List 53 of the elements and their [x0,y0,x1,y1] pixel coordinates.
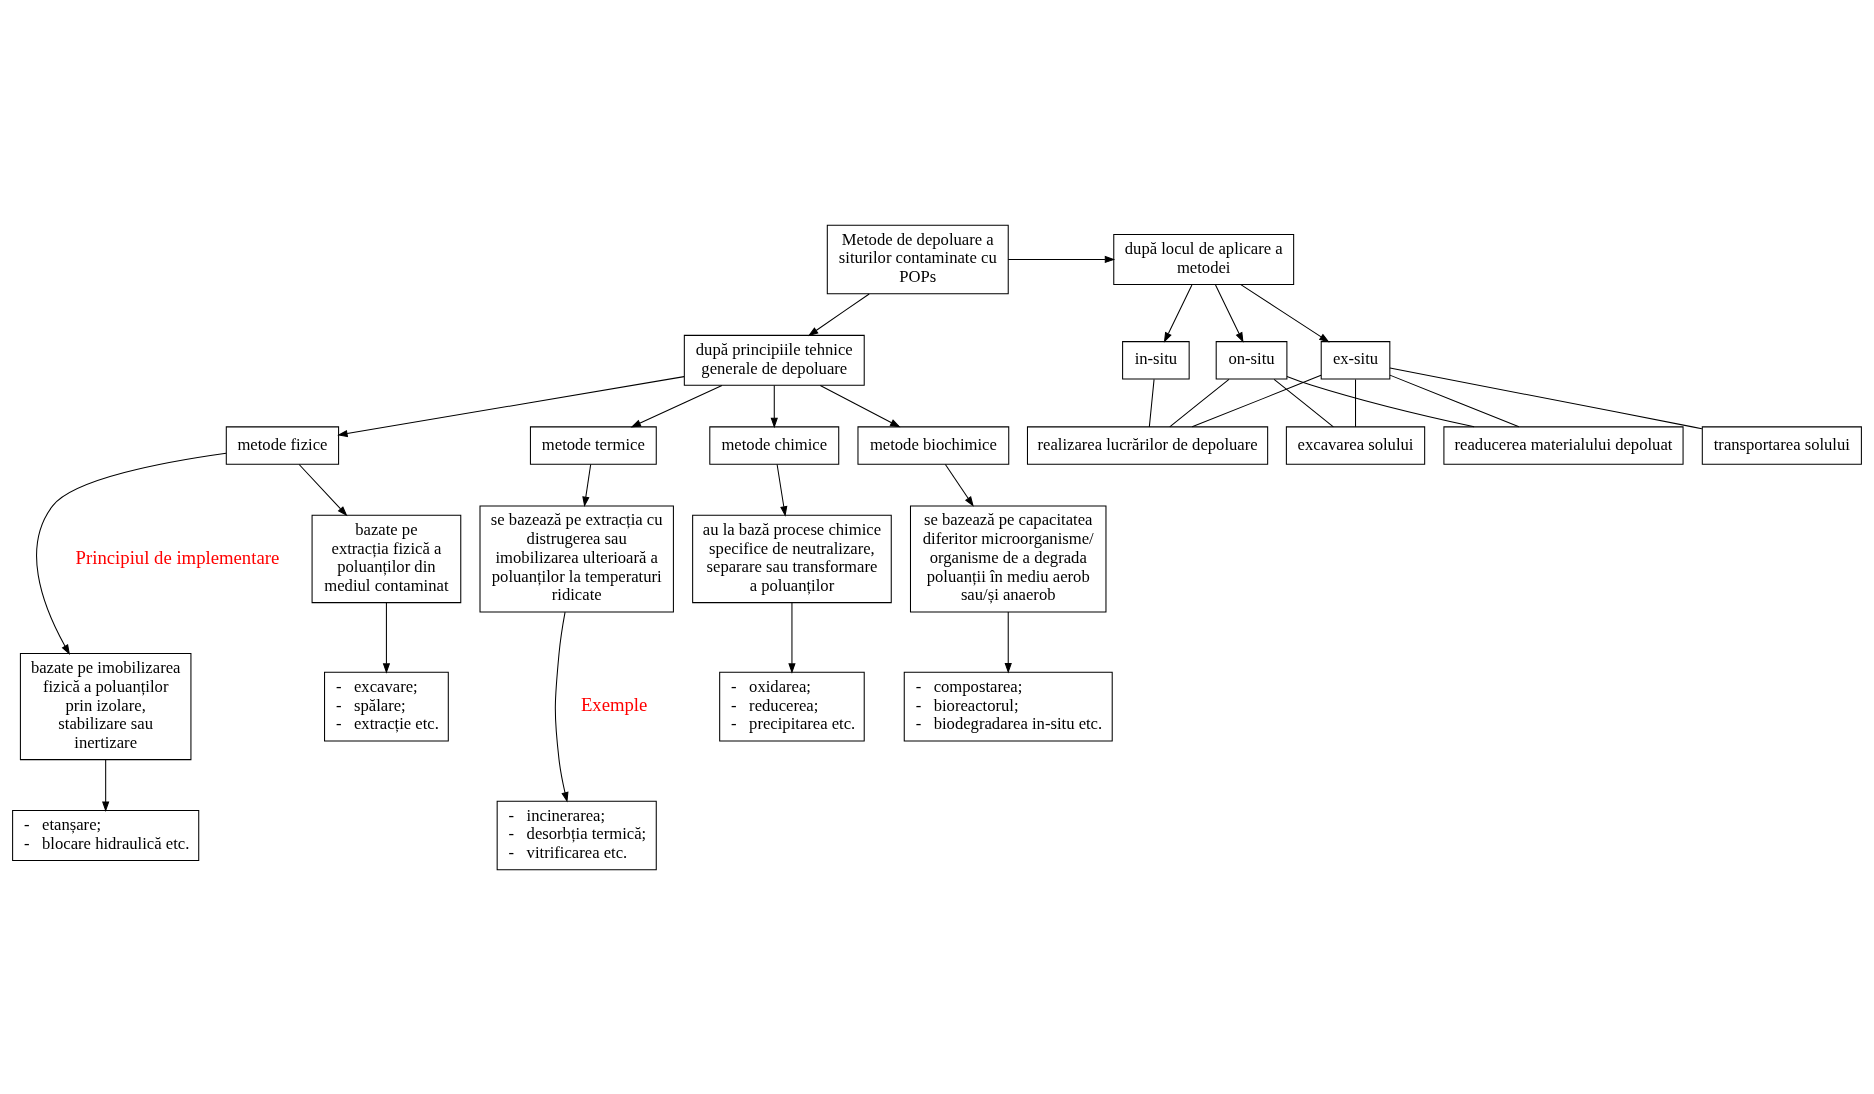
connector [1389,367,1703,429]
arrow [582,463,592,507]
node-box: se bazează pe extracția cu distrugerea sau imobilizarea ulterioară a poluanților la temperaturi ridicate [479,504,674,612]
node-box: metode chimice [709,425,840,465]
node-box: transportarea solului [1701,425,1862,465]
node-box: Metode de depoluare a siturilor contaminate cu POPs [826,224,1009,294]
node-box: metode termice [529,425,657,465]
arrow [1004,611,1012,673]
label: Principiul de implementare [75,546,280,568]
arrow [776,463,788,517]
connector [1355,378,1357,427]
node-box: au la bază procese chimice specifice de neutralizare, separare sau transformare a poluanților [692,514,892,603]
node-box: excavarea solului [1285,425,1426,465]
arrow [337,375,685,437]
connector [1273,378,1334,427]
node-box: se bazează pe capacitatea diferitor microorganisme/ organisme de a degrada poluanții în mediu aerob sau/și anaerob [909,504,1107,612]
connector [1148,378,1155,427]
label: Exemple [580,693,648,715]
node-box: - incinerarea; - desorbția termică; - vitrificarea etc. [496,800,657,870]
node-box: in-situ [1122,340,1190,380]
arrow [36,452,227,655]
node-box: - excavare; - spălare; - extracție etc. [324,671,449,741]
node-box: readucerea materialului depoluat [1443,425,1684,465]
node-box: realizarea lucrărilor de depoluare [1026,425,1269,465]
arrow [1163,283,1193,343]
node-box: metode biochimice [857,425,1010,465]
connector [1169,378,1230,427]
arrow [788,601,796,674]
node-box: - oxidarea; - reducerea; - precipitarea etc. [719,671,865,741]
arrow [807,292,870,336]
node-box: - compostarea; - bioreactorul; - biodegradarea in-situ etc. [903,671,1113,741]
arrow [554,611,569,802]
arrow [819,384,901,427]
arrow [944,463,974,507]
node-box: - etanșare; - blocare hidraulică etc. [12,809,200,861]
connector [1191,374,1322,427]
node-box: după principiile tehnice generale de depoluare [683,334,865,386]
arrow [382,601,391,674]
node-box: metode fizice [225,425,340,465]
arrow [1240,283,1330,342]
arrow [298,463,348,516]
node-box: bazate pe extracția fizică a poluanților din mediul contaminat [311,514,462,603]
connector [1286,375,1475,427]
arrow [1007,255,1116,263]
node-box: după locul de aplicare a metodei [1113,233,1295,285]
arrow [102,758,110,812]
node-box: ex-situ [1320,340,1391,380]
connector [1389,374,1520,427]
arrow [630,384,723,427]
arrow [770,384,778,428]
node-box: bazate pe imobilizarea fizică a poluanților prin izolare, stabilizare sau inertizare [19,652,192,760]
node-box: on-situ [1215,340,1288,380]
arrow [1215,283,1244,343]
